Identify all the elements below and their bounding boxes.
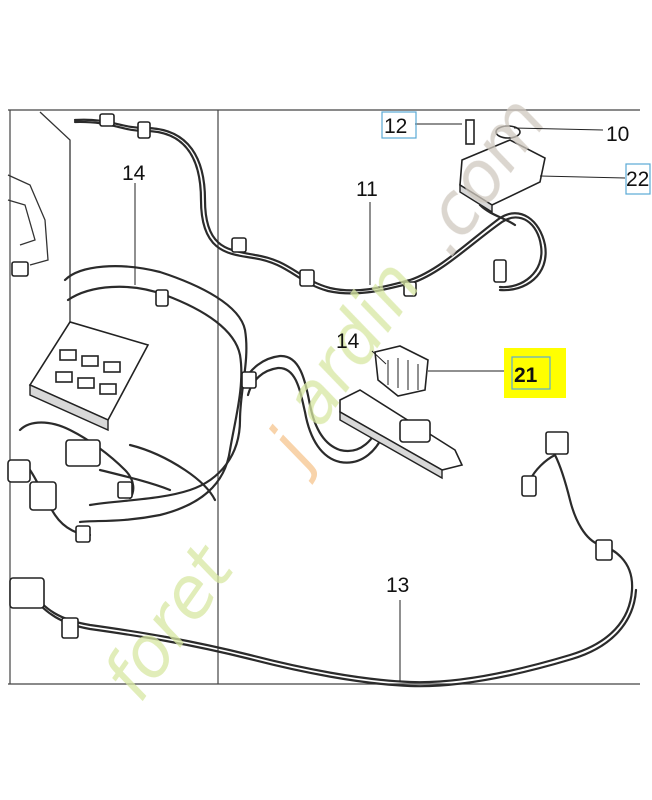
callout-label-21: 21 xyxy=(514,364,538,387)
callout-label-11: 11 xyxy=(356,178,378,201)
callout-label-22: 22 xyxy=(626,168,649,191)
label-box-12 xyxy=(381,111,417,139)
cable-clips xyxy=(11,113,613,639)
label-box-21 xyxy=(511,356,551,390)
callout-label-14-left: 14 xyxy=(122,162,146,185)
watermark: foret j ardin .com xyxy=(87,82,563,715)
highlight-box-21 xyxy=(504,348,566,398)
diagram-frame xyxy=(8,109,640,685)
part-21-switch-module xyxy=(339,345,464,480)
callout-label-14-center: 14 xyxy=(336,330,360,353)
callout-label-10: 10 xyxy=(606,123,629,146)
part-22-sensor-module xyxy=(459,119,546,283)
connector-bottom-right xyxy=(521,431,569,497)
connector-blocks xyxy=(7,439,101,609)
callout-label-12: 12 xyxy=(384,115,407,138)
callout-label-13: 13 xyxy=(386,574,409,597)
svg-text:foret: foret xyxy=(87,529,251,715)
label-box-22 xyxy=(625,163,651,195)
leader-lines xyxy=(134,123,626,682)
control-box xyxy=(28,321,150,432)
chassis-edge xyxy=(7,111,71,330)
